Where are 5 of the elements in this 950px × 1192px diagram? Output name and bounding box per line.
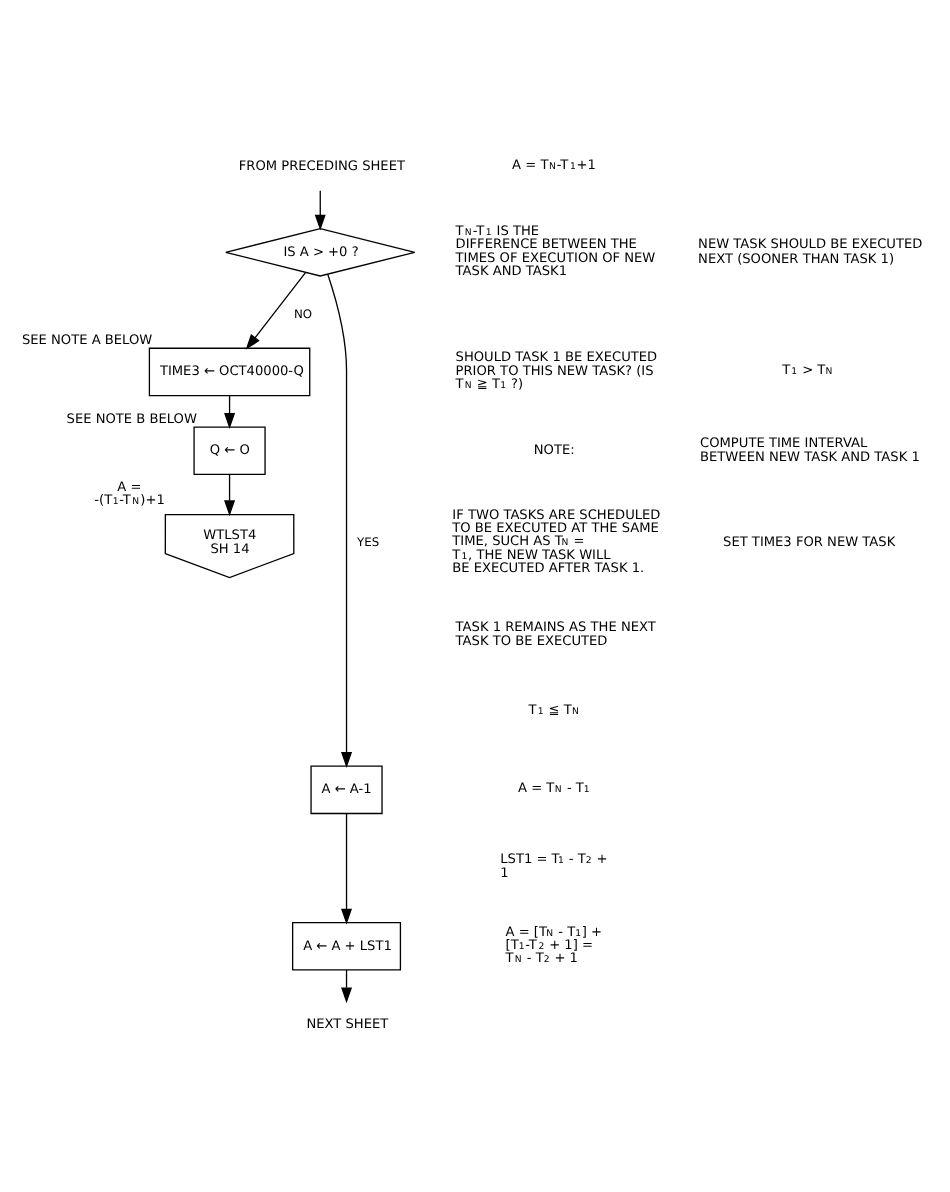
arrow	[314, 190, 326, 231]
arrow	[245, 271, 307, 350]
arrow	[327, 273, 353, 768]
arrow	[341, 812, 353, 925]
arrow	[224, 474, 236, 517]
